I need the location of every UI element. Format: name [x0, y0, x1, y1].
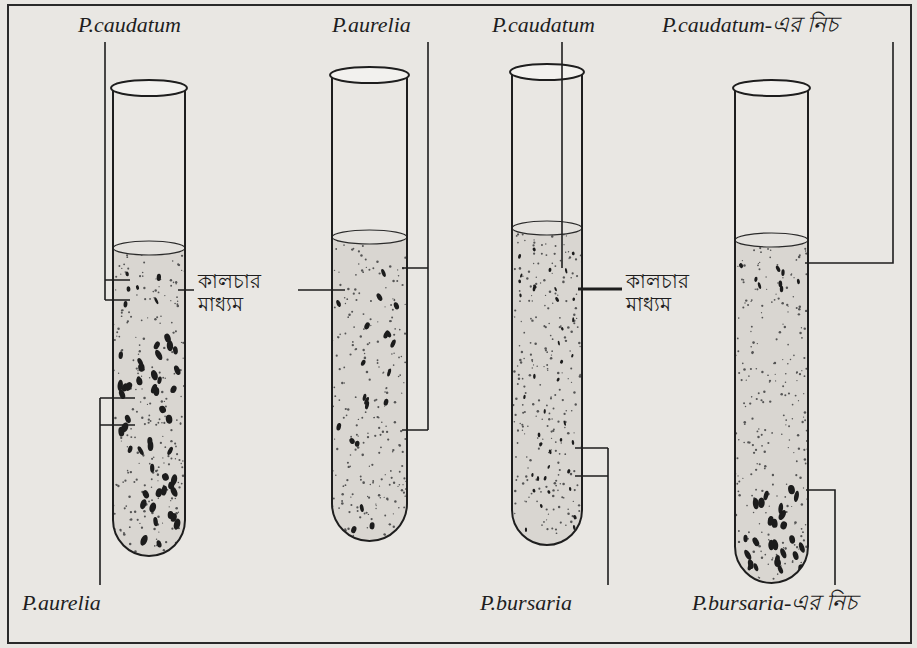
species-label: P.caudatum [490, 12, 597, 37]
test-tubes [111, 64, 810, 584]
leader-line [806, 490, 835, 585]
leader-line [575, 448, 608, 585]
medium-label: কালচার মাধ্যম [624, 270, 728, 316]
tube-glass [735, 88, 808, 583]
culture-medium [735, 240, 808, 583]
organisms [511, 228, 582, 545]
species-label: P.caudatum [76, 12, 183, 37]
test-tube [510, 64, 584, 546]
leader-line [805, 42, 893, 263]
medium-surface [512, 221, 582, 235]
leader-line [100, 398, 135, 585]
tube-glass [512, 72, 582, 545]
tube-glass [113, 88, 185, 556]
tube-rim [111, 80, 187, 96]
species-label: P.aurelia [330, 12, 413, 37]
tube-rim [330, 67, 409, 83]
organisms [112, 248, 186, 556]
test-tube [330, 67, 409, 541]
species-label: P.aurelia [20, 590, 103, 615]
tube-glass [332, 75, 407, 541]
species-label: P.bursaria [478, 590, 574, 615]
medium-surface [332, 230, 407, 244]
organisms [734, 239, 809, 583]
culture-medium [113, 248, 185, 556]
culture-medium [332, 237, 407, 541]
medium-surface [735, 233, 808, 247]
leader-line [402, 42, 428, 430]
medium-surface [113, 241, 185, 255]
leader-lines [100, 42, 893, 585]
species-label: P.caudatum-এর নিচ [660, 12, 840, 37]
organisms [331, 236, 408, 540]
medium-label: কালচার মাধ্যম [196, 270, 300, 316]
tube-rim [510, 64, 584, 80]
frame [8, 5, 911, 643]
leader-line [578, 288, 622, 291]
test-tube [733, 80, 810, 584]
leader-line [105, 42, 130, 300]
test-tube [111, 80, 187, 556]
species-label: P.bursaria-এর নিচ [690, 590, 859, 615]
leader-line [561, 42, 563, 268]
culture-medium [512, 228, 582, 545]
tube-rim [733, 80, 810, 96]
